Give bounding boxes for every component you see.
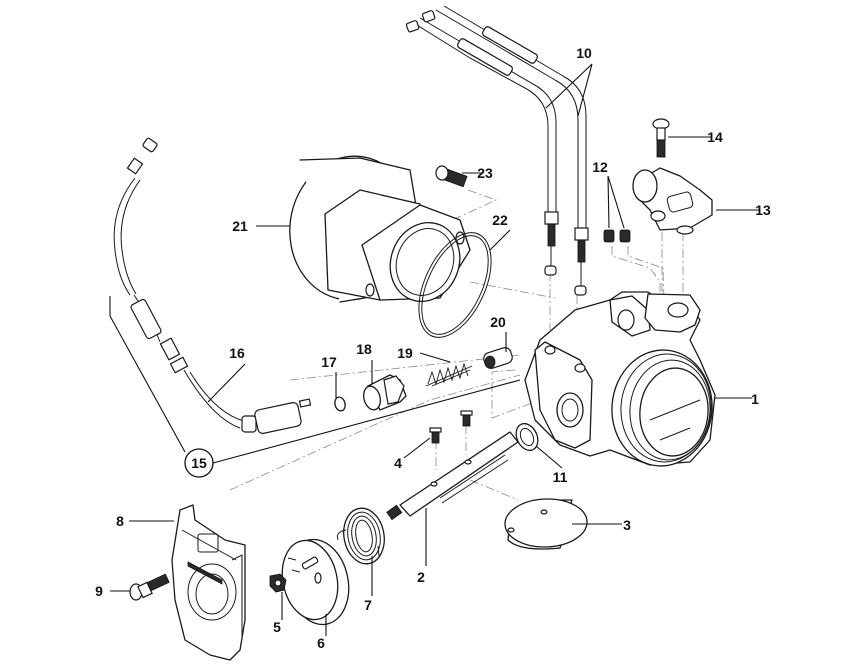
callout-label-2: 2 [417, 569, 425, 585]
callout-label-4: 4 [394, 455, 402, 471]
callout-10: 10 [545, 45, 593, 117]
part-sensor-screw [652, 118, 670, 158]
callout-12: 12 [592, 159, 625, 229]
callout-circle-15 [184, 448, 214, 478]
callout-19: 19 [397, 345, 451, 363]
callout-label-1: 1 [751, 391, 759, 407]
callout-label-18: 18 [356, 341, 372, 357]
part-o-ring [334, 396, 346, 412]
callout-label-15: 15 [191, 455, 207, 471]
part-disc-screws [429, 410, 473, 444]
part-grub-screws [603, 229, 631, 243]
part-nut [269, 573, 287, 593]
leader-line-11 [535, 445, 563, 469]
part-throttle-shaft [386, 431, 519, 521]
leader-line-16 [207, 363, 246, 403]
part-throttle-body [524, 291, 716, 467]
callout-label-19: 19 [397, 345, 413, 361]
callout-label-23: 23 [477, 165, 493, 181]
callout-label-21: 21 [232, 218, 248, 234]
part-adjuster-fitting [363, 374, 407, 411]
callout-11: 11 [535, 445, 568, 485]
callout-1: 1 [714, 391, 759, 407]
callout-15: 15 [109, 296, 521, 478]
callout-6: 6 [317, 614, 327, 651]
callout-label-10: 10 [576, 45, 592, 61]
leader-line-15 [109, 296, 521, 464]
part-manifold-o-ring [418, 232, 492, 338]
callout-14: 14 [668, 129, 723, 145]
callout-label-14: 14 [707, 129, 723, 145]
leader-line-22 [489, 229, 511, 251]
part-idle-cable [113, 137, 312, 434]
callout-18: 18 [356, 341, 373, 384]
callout-21: 21 [232, 218, 290, 234]
assembly-axis-lines [229, 189, 684, 501]
callout-16: 16 [207, 345, 246, 403]
callout-17: 17 [321, 354, 337, 398]
callout-2: 2 [417, 508, 427, 585]
callout-label-9: 9 [95, 583, 103, 599]
part-spring [425, 362, 473, 387]
part-throttle-pulley [281, 538, 350, 626]
callout-label-5: 5 [273, 619, 281, 635]
callout-13: 13 [716, 202, 771, 218]
callout-9: 9 [95, 583, 130, 599]
callout-8: 8 [116, 513, 174, 529]
callout-7: 7 [364, 556, 373, 613]
part-throttle-valve-disc [504, 498, 588, 550]
callout-label-20: 20 [490, 314, 506, 330]
part-shaft-seal [515, 422, 539, 452]
callout-label-11: 11 [553, 469, 568, 485]
leader-line-4 [403, 437, 431, 459]
part-throttle-cables [405, 5, 589, 296]
callout-20: 20 [490, 314, 507, 352]
callout-label-16: 16 [229, 345, 245, 361]
leader-line-12 [607, 175, 625, 229]
callout-label-22: 22 [492, 212, 508, 228]
callout-label-17: 17 [321, 354, 337, 370]
callout-5: 5 [273, 592, 283, 635]
callout-label-13: 13 [755, 202, 771, 218]
callout-label-3: 3 [623, 517, 631, 533]
callout-label-8: 8 [116, 513, 124, 529]
callout-22: 22 [489, 212, 511, 251]
callout-23: 23 [462, 165, 493, 181]
part-throttle-position-sensor [632, 167, 713, 235]
callout-label-7: 7 [364, 597, 372, 613]
callout-label-6: 6 [317, 635, 325, 651]
callout-3: 3 [572, 517, 631, 533]
part-return-spring [336, 507, 385, 565]
leader-line-10 [545, 63, 593, 117]
callout-label-12: 12 [592, 159, 608, 175]
part-manifold-screw [435, 165, 468, 188]
part-plunger [483, 347, 513, 369]
part-intake-manifold [289, 155, 471, 303]
leader-line-19 [419, 352, 451, 363]
part-cover-screw [129, 573, 170, 601]
callout-4: 4 [394, 437, 431, 471]
part-pulley-cover [171, 504, 246, 661]
